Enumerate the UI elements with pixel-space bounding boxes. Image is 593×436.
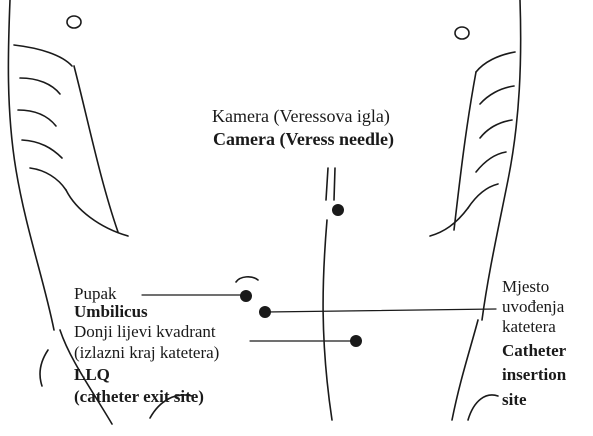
umbilicus-label-en: Umbilicus — [74, 303, 148, 321]
llq-exit-dot — [350, 335, 362, 347]
llq-label-hr-line1: Donji lijevi kvadrant — [74, 323, 216, 341]
right-nipple — [455, 27, 469, 39]
left-hip-crease — [40, 350, 48, 386]
left-rib-lines — [14, 45, 128, 236]
camera-label-en: Camera (Veress needle) — [213, 130, 394, 149]
camera-label-hr: Kamera (Veressova igla) — [212, 107, 390, 126]
insertion-label-hr-line3: katetera — [502, 318, 556, 336]
insertion-label-en-line2: insertion — [502, 366, 566, 384]
llq-label-en-line2: (catheter exit site) — [74, 388, 204, 406]
umbilicus-label-hr: Pupak — [74, 285, 117, 303]
right-iliac-fold — [468, 395, 498, 420]
umbilicus-dot — [240, 290, 252, 302]
insertion-site-dot — [259, 306, 271, 318]
insertion-label-en-line3: site — [502, 391, 527, 409]
midline — [323, 168, 335, 420]
insertion-leader — [266, 309, 496, 312]
insertion-label-hr-line2: uvođenja — [502, 298, 564, 316]
insertion-label-hr-line1: Mjesto — [502, 278, 549, 296]
left-torso-outline — [8, 0, 54, 330]
llq-label-en-line1: LLQ — [74, 366, 110, 384]
insertion-label-en-line1: Catheter — [502, 342, 566, 360]
left-nipple — [67, 16, 81, 28]
umbilicus-mark — [236, 277, 258, 282]
camera-port-dot — [332, 204, 344, 216]
llq-label-hr-line2: (izlazni kraj katetera) — [74, 344, 219, 362]
